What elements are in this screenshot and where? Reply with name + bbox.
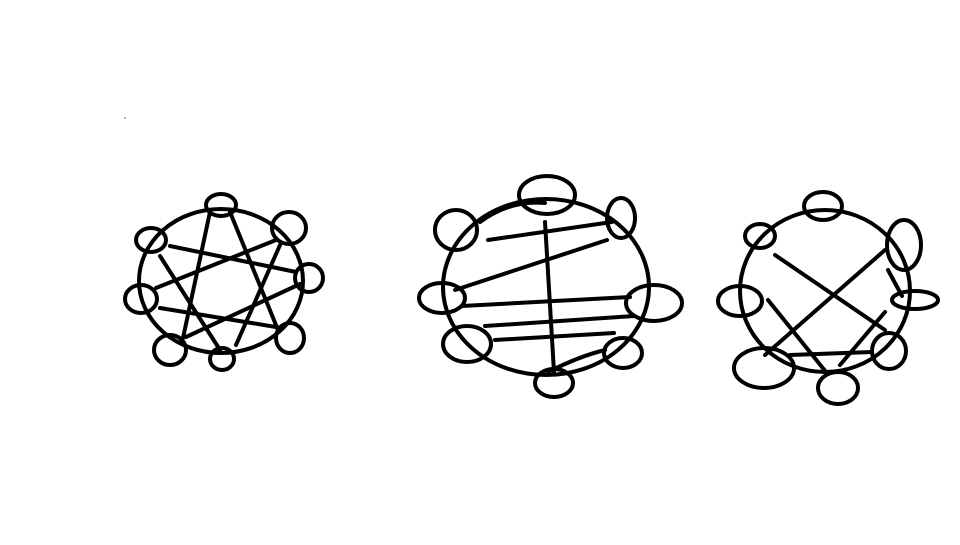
figure-2-node <box>441 324 493 364</box>
figure-1-chord <box>158 306 284 330</box>
figure-1-node <box>152 333 188 367</box>
figure-2-node <box>517 174 577 216</box>
figure-2-chord <box>453 238 609 292</box>
figure-2-chord <box>546 348 607 374</box>
figure-3-node <box>743 222 777 250</box>
figure-1-chord <box>228 210 280 332</box>
figure-1-chord <box>158 254 222 352</box>
figure-3-chord <box>763 248 887 357</box>
figure-1-chord <box>234 243 282 347</box>
figure-3-chord <box>773 253 887 332</box>
figure-2-node <box>624 283 684 323</box>
figure-1-chord <box>184 282 302 339</box>
figure-1 <box>123 192 325 372</box>
stray-dot <box>124 117 126 119</box>
figure-1-node <box>204 192 238 218</box>
figure-1-node <box>208 346 236 372</box>
figure-3-node <box>870 331 908 371</box>
figure-3-node <box>802 190 844 222</box>
figure-3-node <box>816 370 860 406</box>
figure-2-chord <box>483 314 636 328</box>
figure-2-chord <box>478 200 547 224</box>
figure-2-node <box>433 208 479 252</box>
figure-3-chord <box>788 350 874 357</box>
figure-3-chord <box>886 268 904 298</box>
figure-2-chord <box>493 331 616 342</box>
figure-1-node <box>274 321 306 355</box>
figure-2-chord <box>460 295 632 308</box>
figure-3-chord <box>838 310 887 367</box>
figure-2-node <box>602 336 644 370</box>
figure-2-chord <box>486 220 614 242</box>
figure-3-node <box>885 218 923 272</box>
figure-2-chord <box>543 220 556 374</box>
figure-3-chord <box>766 298 828 374</box>
figure-3-node <box>716 284 764 318</box>
figure-1-chord <box>154 238 278 290</box>
figure-2-node <box>605 196 637 240</box>
figure-1-chord <box>181 210 212 340</box>
figure-2-node <box>417 281 467 315</box>
figure-3-node <box>732 346 796 390</box>
figure-3-node <box>890 289 940 311</box>
figure-1-node <box>270 210 308 246</box>
figure-3 <box>716 190 940 406</box>
figure-1-node <box>134 226 168 254</box>
figure-2 <box>417 174 684 399</box>
figure-1-main-circle <box>137 207 305 355</box>
figure-1-node <box>123 283 159 315</box>
figure-1-node <box>293 262 325 294</box>
